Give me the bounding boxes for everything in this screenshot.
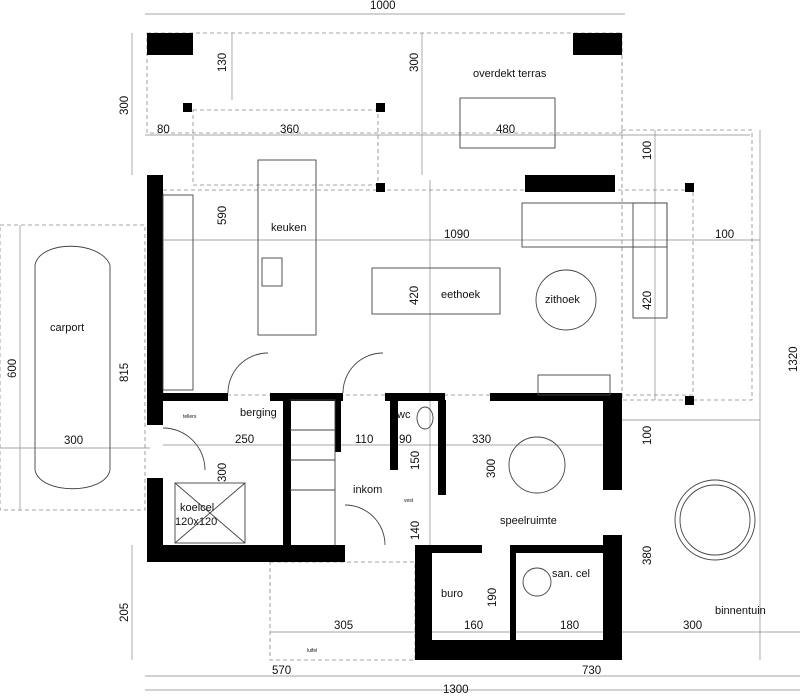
walls xyxy=(147,33,694,660)
dim-300-left: 300 xyxy=(119,96,131,115)
label-sitting: zithoek xyxy=(545,294,580,306)
dim-300-playroom: 300 xyxy=(486,459,498,478)
dim-130: 130 xyxy=(217,53,229,72)
label-bathroom: san. cel xyxy=(552,568,590,580)
dim-420-sitting: 420 xyxy=(642,291,654,310)
dim-top-total: 1000 xyxy=(370,0,396,12)
dim-190: 190 xyxy=(487,588,499,607)
dim-420-dining: 420 xyxy=(409,286,421,305)
dim-815: 815 xyxy=(119,363,131,382)
dim-330: 330 xyxy=(472,434,491,446)
label-dining: eethoek xyxy=(441,289,481,301)
dim-100-right: 100 xyxy=(715,229,734,241)
dim-100-low: 100 xyxy=(642,426,654,445)
dim-90: 90 xyxy=(399,434,412,446)
dim-100-top: 100 xyxy=(642,141,654,160)
dim-300-terrace: 300 xyxy=(409,53,421,72)
label-office: buro xyxy=(441,588,463,600)
dim-150: 150 xyxy=(410,451,422,470)
label-kitchen: keuken xyxy=(271,222,306,234)
dim-380: 380 xyxy=(642,546,654,565)
label-carport: carport xyxy=(50,322,84,334)
outline-dashes xyxy=(0,32,753,661)
dim-480: 480 xyxy=(496,124,515,136)
dim-730: 730 xyxy=(582,665,601,677)
dim-600: 600 xyxy=(7,359,19,378)
dim-305: 305 xyxy=(334,620,353,632)
dim-590: 590 xyxy=(217,206,229,225)
dim-570: 570 xyxy=(272,665,291,677)
dim-1320: 1320 xyxy=(788,346,800,372)
dim-110: 110 xyxy=(355,434,373,446)
dim-1300: 1300 xyxy=(443,684,469,696)
label-canopy: luifel xyxy=(307,648,317,654)
dim-180: 180 xyxy=(560,620,579,632)
dim-300-garden: 300 xyxy=(683,620,702,632)
dim-80: 80 xyxy=(157,124,170,136)
label-cloakroom: vest xyxy=(404,498,414,504)
dim-140: 140 xyxy=(410,521,422,540)
label-cold-room-size: 120x120 xyxy=(175,516,217,528)
dimension-lines xyxy=(0,13,800,691)
dimension-labels: 1000 130 300 300 80 360 480 100 590 1090… xyxy=(7,0,800,696)
label-cold-room: koelcel xyxy=(180,502,214,514)
dim-360: 360 xyxy=(280,124,299,136)
dim-205: 205 xyxy=(119,603,131,622)
furniture xyxy=(34,97,756,597)
label-meters: tellers xyxy=(183,414,197,420)
dim-250: 250 xyxy=(235,434,254,446)
dim-300-carport: 300 xyxy=(64,435,83,447)
label-terrace: overdekt terras xyxy=(473,68,547,80)
dim-1090: 1090 xyxy=(444,229,470,241)
dim-300-storage: 300 xyxy=(217,463,229,482)
room-labels: overdekt terras keuken eethoek zithoek c… xyxy=(50,68,766,654)
label-storage: berging xyxy=(240,407,277,419)
label-wc: wc xyxy=(396,409,411,421)
label-playroom: speelruimte xyxy=(500,515,557,527)
label-entrance: inkom xyxy=(353,484,382,496)
label-garden: binnentuin xyxy=(715,605,766,617)
dim-160: 160 xyxy=(464,620,483,632)
